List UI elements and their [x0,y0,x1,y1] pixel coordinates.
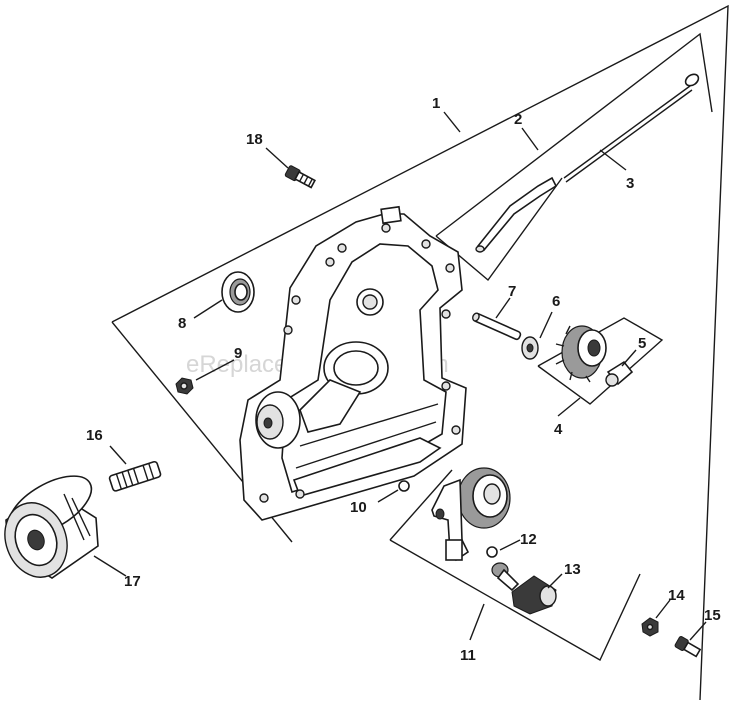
group-1-outline [111,4,729,701]
relief-valve-13 [491,562,557,615]
label-11: 11 [460,647,476,664]
label-13: 13 [564,561,581,578]
nut-14 [641,617,659,637]
label-1: 1 [432,95,440,112]
label-9: 9 [234,345,242,362]
dipstick-tube-2 [475,176,558,253]
shaft-5 [605,360,634,387]
dipstick-3 [563,73,700,183]
label-15: 15 [704,607,721,624]
label-17: 17 [124,573,141,590]
o-ring-12 [486,546,498,558]
leader-lines [93,111,707,641]
oil-seal-8 [221,271,255,313]
label-5: 5 [638,335,646,352]
gear-4 [555,325,607,383]
plug-9 [175,377,194,395]
o-ring-10 [398,480,410,492]
group-11-outline-b [389,539,641,661]
label-14: 14 [668,587,685,604]
group-11-outline [389,469,453,541]
screw-15 [674,636,702,658]
bolt-18 [284,165,316,189]
label-6: 6 [552,293,560,310]
crankcase-cover [239,205,467,521]
oil-pump-11 [431,467,511,562]
label-7: 7 [508,283,516,300]
label-12: 12 [520,531,537,548]
label-2: 2 [514,111,522,128]
washer-6 [521,336,539,360]
label-18: 18 [246,131,263,148]
pin-7 [472,312,522,341]
label-10: 10 [350,499,367,516]
oil-filter-17 [4,475,99,579]
label-16: 16 [86,427,103,444]
label-3: 3 [626,175,634,192]
label-8: 8 [178,315,186,332]
callout-labels: 1 2 3 4 5 6 7 8 9 10 11 12 13 14 15 16 1… [86,95,721,664]
stud-16 [108,460,162,492]
group-2-outline [435,32,713,237]
label-4: 4 [554,421,563,438]
